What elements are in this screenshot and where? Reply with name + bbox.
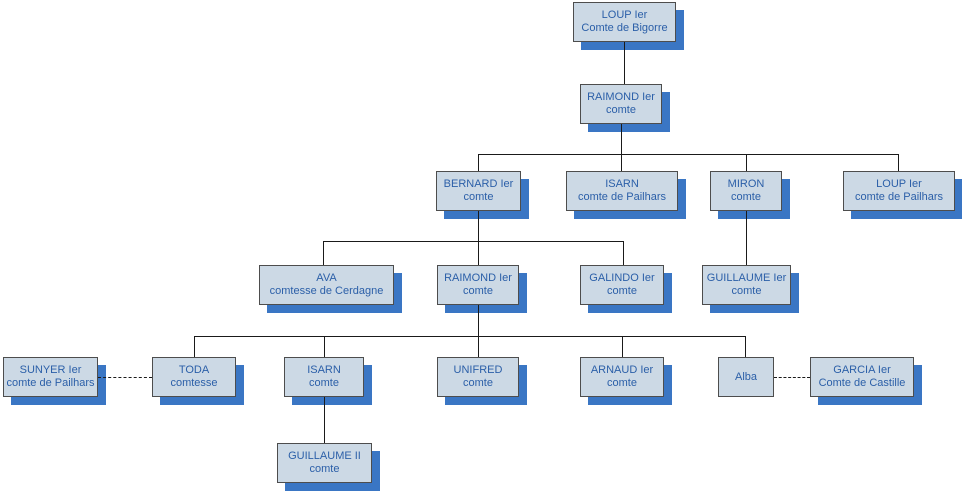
node-label-primary: ARNAUD Ier [590,364,654,376]
node-label-primary: LOUP Ier [601,9,648,21]
node-label-secondary: Comte de Bigorre [581,22,668,34]
node-label-secondary: comte [607,377,637,389]
node-label-primary: ISARN [605,178,639,190]
connector-raimond1b-down [478,305,479,336]
node-label-primary: SUNYER Ier [19,364,82,376]
connector-bus-row2 [478,154,898,155]
node-label-secondary: comte [463,285,493,297]
node-label-secondary: comte [607,285,637,297]
connector-raimond1-down [621,124,622,171]
connector-bernard-down [478,211,479,241]
node-label-secondary: comte [309,377,339,389]
node-label-secondary: comte [731,285,762,297]
connector-bus-row4 [194,336,745,337]
node-label-primary: RAIMOND Ier [444,272,512,284]
node-label-secondary: comte de Pailhars [6,377,95,389]
node-label-secondary: comte de Pailhars [854,191,944,203]
node-label-primary: RAIMOND Ier [587,91,655,103]
node-label-secondary: comtesse [170,377,218,389]
node-label-primary: Alba [734,370,758,383]
connector-bus4-toda [194,336,195,357]
node-label-primary: ISARN [307,364,341,376]
connector-loup1-down [624,42,625,84]
node-label-secondary: comte [309,463,340,475]
node-label-secondary: comte [463,191,494,203]
node-label-secondary: comte [463,377,493,389]
node-label-secondary: comte de Pailhars [577,191,667,203]
node-alba[interactable]: Alba [718,357,774,397]
node-label-primary: GUILLAUME II [288,450,361,462]
connector-bus4-isarn [324,336,325,357]
connector-bus2-bernard [478,154,479,171]
node-label-primary: BERNARD Ier [443,178,514,190]
node-label-secondary: comte [606,104,636,116]
connector-bus3-ava [323,241,324,265]
node-label-primary: GUILLAUME Ier [706,272,787,284]
connector-bus3-raimond [478,241,479,265]
connector-sunyer-toda [98,377,152,378]
node-label-secondary: comtesse de Cerdagne [269,285,384,297]
connector-alba-garcia [774,377,810,378]
connector-bus2-isarn [621,154,622,171]
connector-bus4-unifred [478,336,479,357]
connector-bus4-alba [745,336,746,357]
connector-bus4-arnaud [622,336,623,357]
connector-bus3-galindo [623,241,624,265]
node-label-primary: LOUP Ier [876,178,922,190]
connector-bus2-loup [898,154,899,171]
node-label-secondary: comte [731,191,761,203]
node-label-primary: GARCIA Ier [833,364,891,376]
node-label-primary: MIRON [727,178,765,190]
connector-miron-guillaume [746,211,747,265]
node-label-secondary: Comte de Castille [818,377,906,389]
connector-bus2-miron [746,154,747,171]
node-label-primary: TODA [178,364,210,376]
node-label-primary: AVA [316,272,337,284]
node-label-primary: UNIFRED [453,364,503,376]
node-label-primary: GALINDO Ier [589,272,655,284]
connector-isarn-guillaume2 [324,397,325,443]
connector-bus-row3 [323,241,623,242]
